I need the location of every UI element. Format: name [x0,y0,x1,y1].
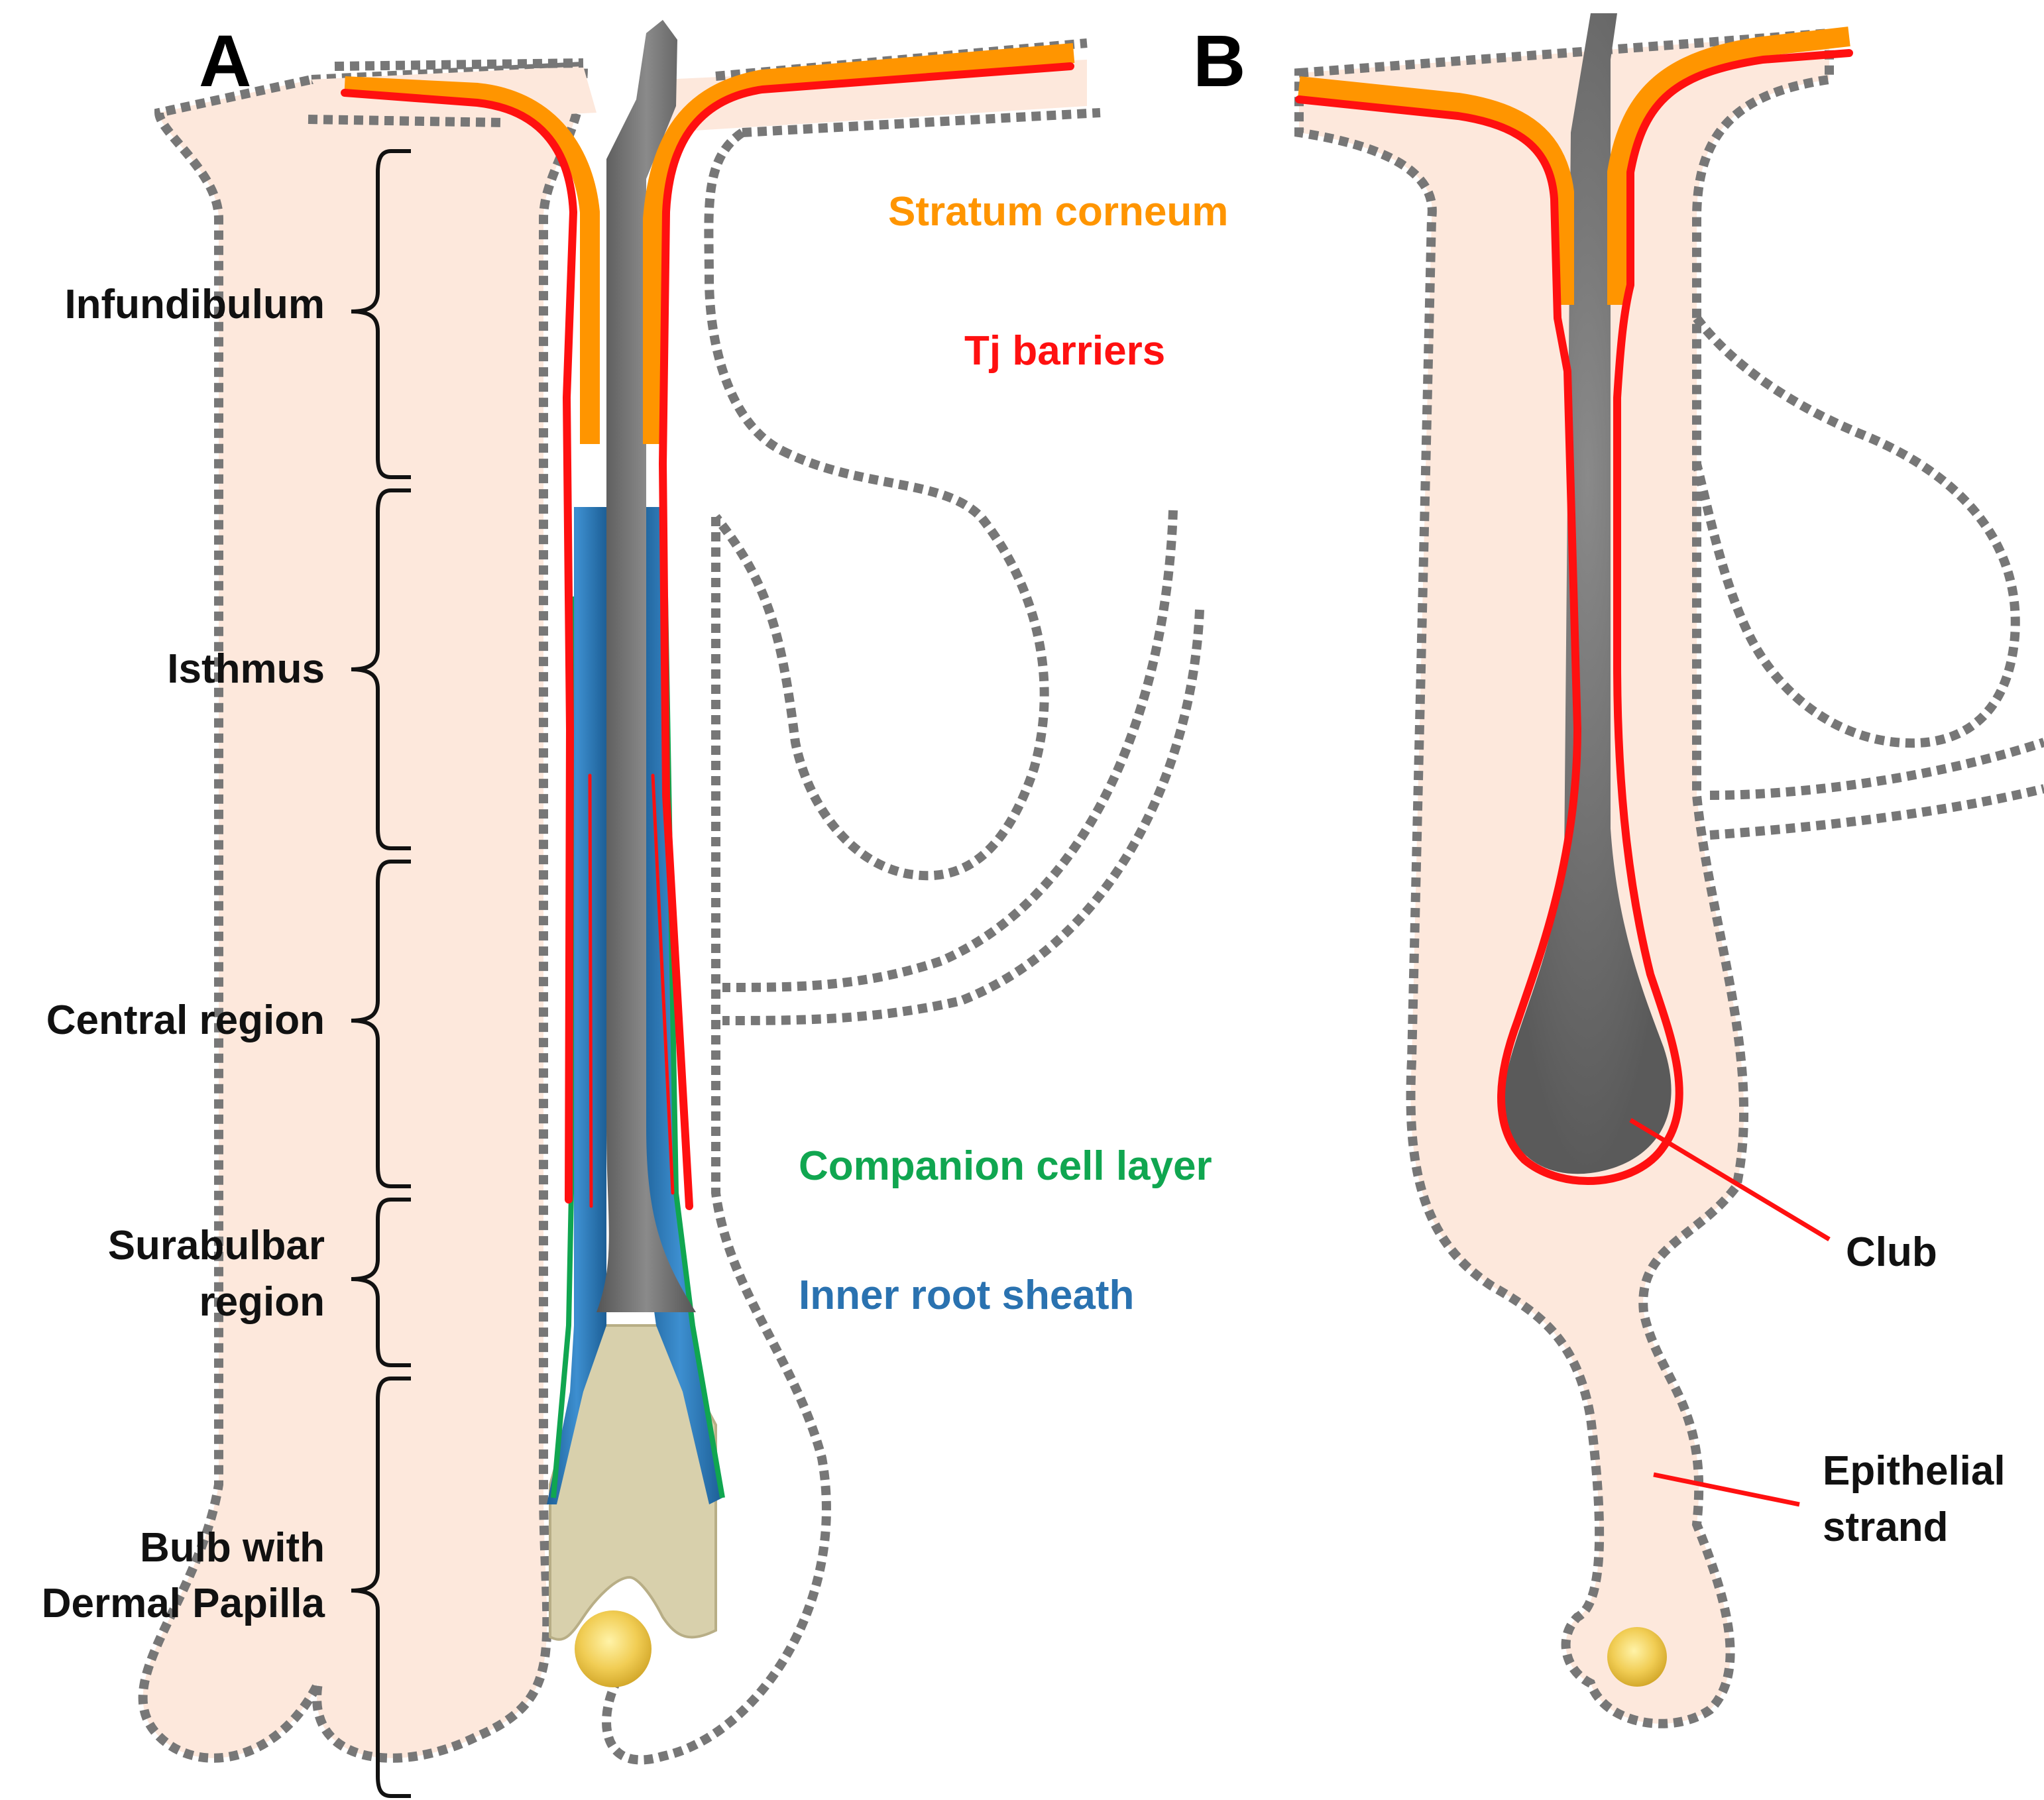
stratum-corneum-b-right [1607,27,1850,305]
inner-root-sheath-left [547,507,606,1504]
stratum-corneum-a-right [643,43,1075,444]
panel-b: B Club Epithelial strand [1193,13,2044,1728]
hair-matrix [549,1324,717,1641]
sebaceous-gland-a [712,446,1049,881]
stratum-corneum-b-left [1298,76,1574,305]
panel-a-letter: A [199,21,251,102]
region-brackets [351,149,411,1798]
arrector-pili-b-lower [1709,784,2044,840]
tj-barrier-a-right [659,62,1074,1210]
legend-stratum-corneum: Stratum corneum [888,189,1228,235]
arrector-pili-a-upper [722,510,1178,992]
follicle-a-outline [138,61,589,1763]
legend-inner-root-sheath: Inner root sheath [799,1272,1134,1318]
epithelial-strand-leader-line [1653,1472,1800,1507]
epidermis-a-bottom-dash [308,115,504,127]
bracket-isthmus [351,488,411,850]
follicle-a-right-lower-wall [602,517,831,1765]
callout-epithelial-strand-line1: Epithelial [1823,1448,2006,1494]
region-label-surabulbar-line2: region [199,1279,325,1325]
tj-barrier-a-inner-right [651,773,675,1195]
arrector-pili-a-lower [722,609,1204,1025]
region-label-central-region: Central region [46,997,325,1043]
stratum-corneum-a-left [344,76,600,444]
hair-shaft-a [596,20,696,1312]
tj-barrier-b [1295,49,1853,1185]
sebaceous-gland-b [1692,315,2020,748]
epidermis-a-right-bottom-dash [742,108,1101,137]
region-label-surabulbar-line1: Surabulbar [108,1223,325,1268]
bracket-bulb [351,1377,411,1798]
legend-companion-cell-layer: Companion cell layer [799,1143,1212,1189]
bracket-infundibulum [351,149,411,479]
dermal-papilla-a [575,1610,652,1687]
tj-barrier-a-inner-left [588,773,593,1208]
panel-b-letter: B [1193,21,1245,102]
club-leader-line [1629,1117,1831,1242]
dermal-papilla-b [1607,1627,1667,1687]
bracket-central-region [351,860,411,1188]
region-label-infundibulum: Infundibulum [64,282,325,327]
region-labels: Infundibulum Isthmus Central region Sura… [42,282,325,1626]
bracket-surabulbar-region [351,1198,411,1367]
tj-barrier-a-left [341,89,577,1204]
arrector-pili-b-upper [1709,738,2044,800]
region-label-bulb-line1: Bulb with [140,1525,325,1571]
region-label-bulb-line2: Dermal Papilla [42,1581,325,1626]
panel-a: A Infundibulum Isthmus Central region Su… [42,20,1228,1798]
legend: Stratum corneum Tj barriers Companion ce… [799,189,1228,1318]
callout-epithelial-strand-line2: strand [1823,1504,1948,1550]
legend-tj-barriers: Tj barriers [964,328,1165,374]
callout-club: Club [1846,1229,1937,1275]
hair-shaft-b [1503,13,1672,1174]
region-label-isthmus: Isthmus [167,646,325,692]
follicle-a-right-wall [704,129,785,455]
epidermis-a-top-dash [334,58,584,71]
